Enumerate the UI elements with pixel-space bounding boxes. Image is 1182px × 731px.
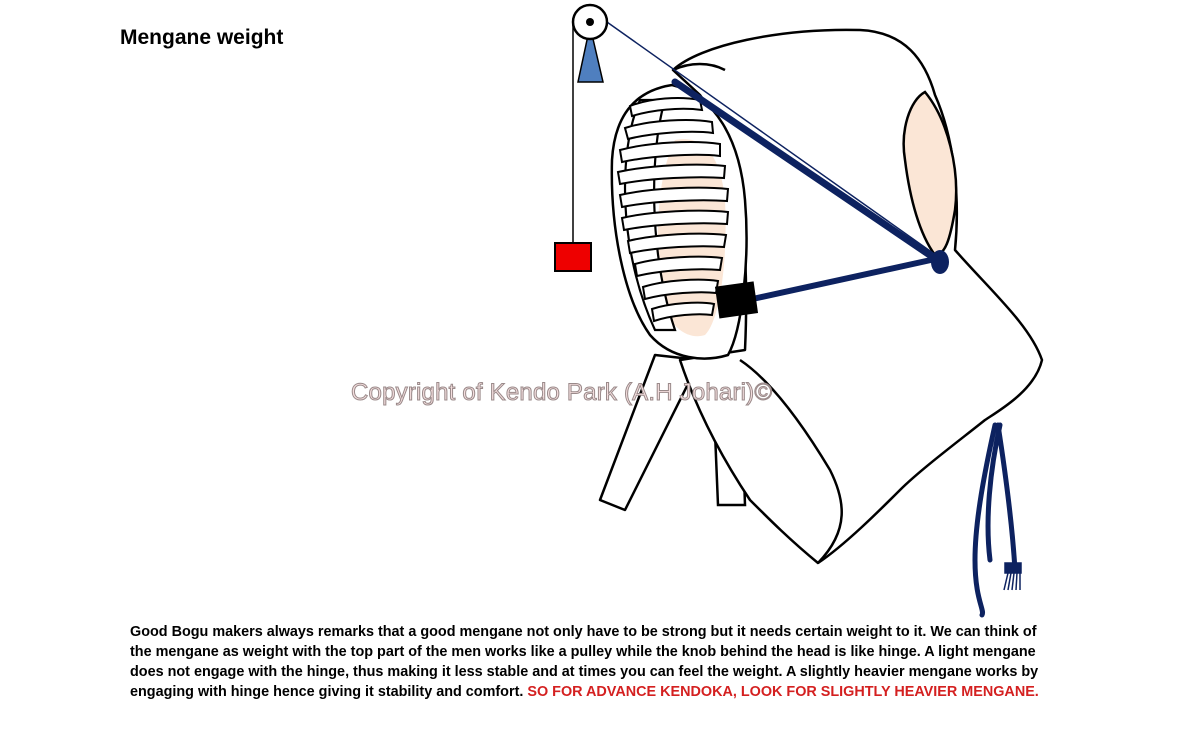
pulley-string [589, 9, 941, 259]
hinge-knob-icon [931, 250, 949, 274]
caption-highlight: SO FOR ADVANCE KENDOKA, LOOK FOR SLIGHTL… [527, 684, 1039, 700]
men-himo-hanging-cords [972, 422, 1018, 618]
page-title: Mengane weight [120, 26, 284, 49]
mengane-bars [616, 97, 730, 323]
men-himo-side-cord [745, 255, 943, 303]
men-top-edge [672, 62, 726, 72]
men-dare-flap [739, 358, 843, 564]
copyright-watermark: Copyright of Kendo Park (A.H Johari)© [350, 379, 773, 407]
cord-tassel-icon [1003, 562, 1022, 591]
pulley-axle [586, 18, 594, 26]
pulley-stand [577, 25, 604, 83]
caption-text: Good Bogu makers always remarks that a g… [130, 622, 1050, 702]
men-himo-top-cord [671, 78, 944, 266]
chin-block [714, 281, 759, 319]
caption-body: Good Bogu makers always remarks that a g… [130, 624, 1039, 700]
weight-block-icon [554, 242, 592, 272]
